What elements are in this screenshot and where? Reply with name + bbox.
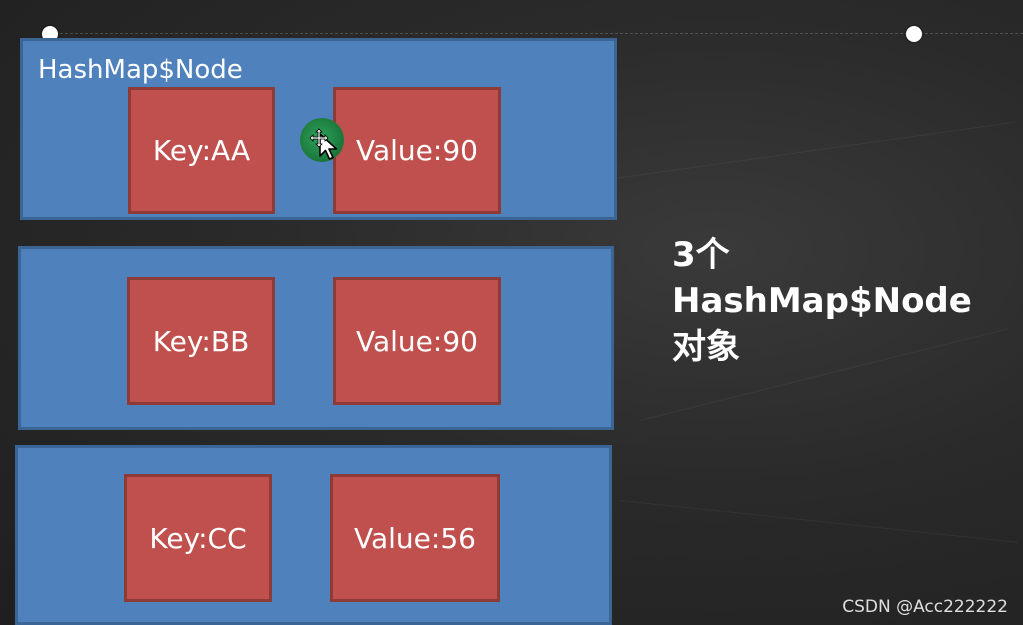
caption-count: 3个 <box>672 235 730 275</box>
value-cell[interactable]: Value:56 <box>330 474 500 602</box>
diagram-caption: 3个 HashMap$Node 对象 <box>672 232 972 370</box>
caption-class: HashMap$Node <box>672 281 972 321</box>
slide-top-guide <box>50 33 1023 34</box>
caption-object: 对象 <box>672 327 740 367</box>
move-icon <box>309 128 329 148</box>
key-cell[interactable]: Key:BB <box>127 277 275 405</box>
value-cell[interactable]: Value:90 <box>333 277 501 405</box>
hashmap-node-3[interactable]: Key:CC Value:56 <box>15 445 612 625</box>
csdn-watermark: CSDN @Acc222222 <box>842 597 1008 617</box>
chalk-texture-line <box>619 500 1018 543</box>
chalk-texture-line <box>599 121 1016 181</box>
key-cell[interactable]: Key:CC <box>124 474 272 602</box>
node-type-label: HashMap$Node <box>38 55 243 85</box>
selection-handle-right[interactable] <box>906 26 922 42</box>
value-cell[interactable]: Value:90 <box>333 87 501 214</box>
key-cell[interactable]: Key:AA <box>128 87 275 214</box>
hashmap-node-2[interactable]: Key:BB Value:90 <box>18 246 614 430</box>
pointer-arrow-icon <box>319 133 338 160</box>
